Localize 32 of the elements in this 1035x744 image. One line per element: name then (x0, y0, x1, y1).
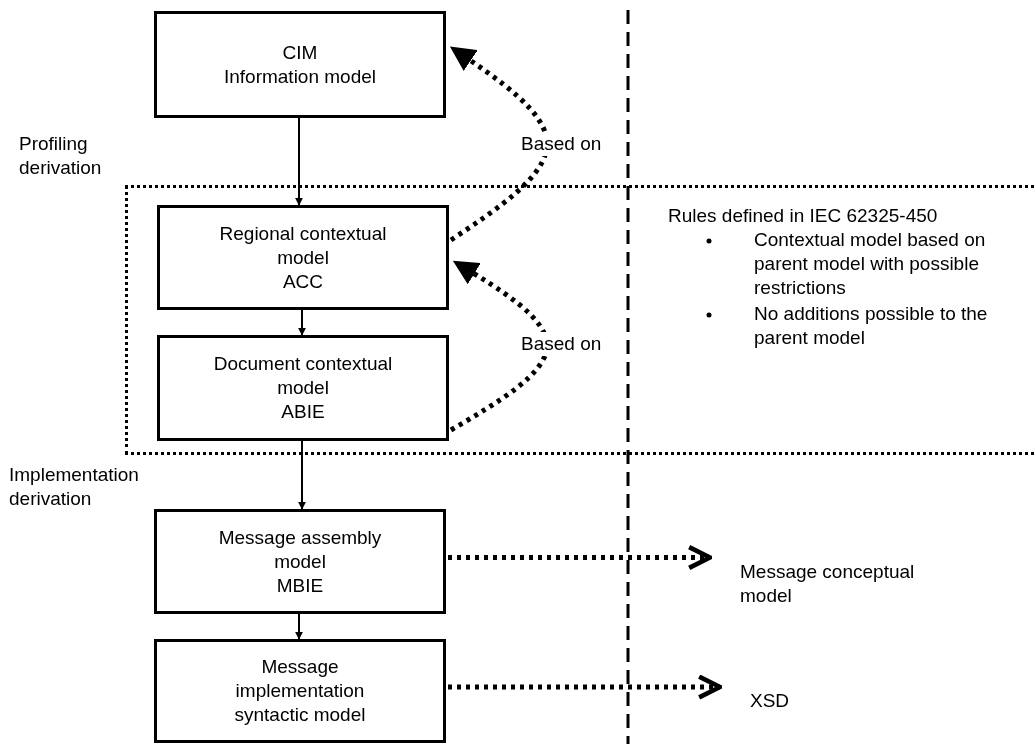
dotted-arrow (448, 674, 723, 700)
model-box (154, 11, 446, 118)
model-label: XSD (750, 689, 800, 715)
arrow (298, 440, 306, 510)
dotted-arrow (448, 544, 713, 571)
dotted-arrow (449, 259, 550, 433)
arrow (298, 309, 306, 336)
box-text: Document contextual model (212, 352, 394, 400)
bullet-item: No additions possible to the parent model (754, 302, 989, 350)
box-text: ABIE (281, 400, 325, 424)
edge-label: Based on (519, 332, 604, 356)
box-text: Message assembly model (217, 525, 383, 574)
dotted-arrow (449, 45, 550, 243)
box-text: MBIE (276, 573, 324, 598)
arrow (295, 613, 303, 640)
region-label: Profiling derivation (19, 132, 103, 180)
model-box (154, 639, 446, 743)
arrow (295, 117, 303, 206)
box-text: Message implementation syntactic model (233, 655, 367, 727)
model-box (157, 335, 449, 441)
box-text: Regional contextual model (218, 221, 388, 270)
box-text: Information model (223, 64, 377, 89)
note-heading: Rules defined in IEC 62325-450 (668, 204, 939, 228)
model-label: Message conceptual model (740, 560, 930, 610)
box-text: ACC (282, 269, 324, 294)
bullet-item: Contextual model based on parent model with possible restrictions (754, 228, 987, 300)
box-text: CIM (282, 40, 318, 65)
region-label: Implementation derivation (9, 463, 140, 511)
dotted-region-outline (125, 185, 1035, 455)
model-box (157, 205, 449, 310)
model-box (154, 509, 446, 614)
edge-label: Based on (519, 132, 604, 156)
